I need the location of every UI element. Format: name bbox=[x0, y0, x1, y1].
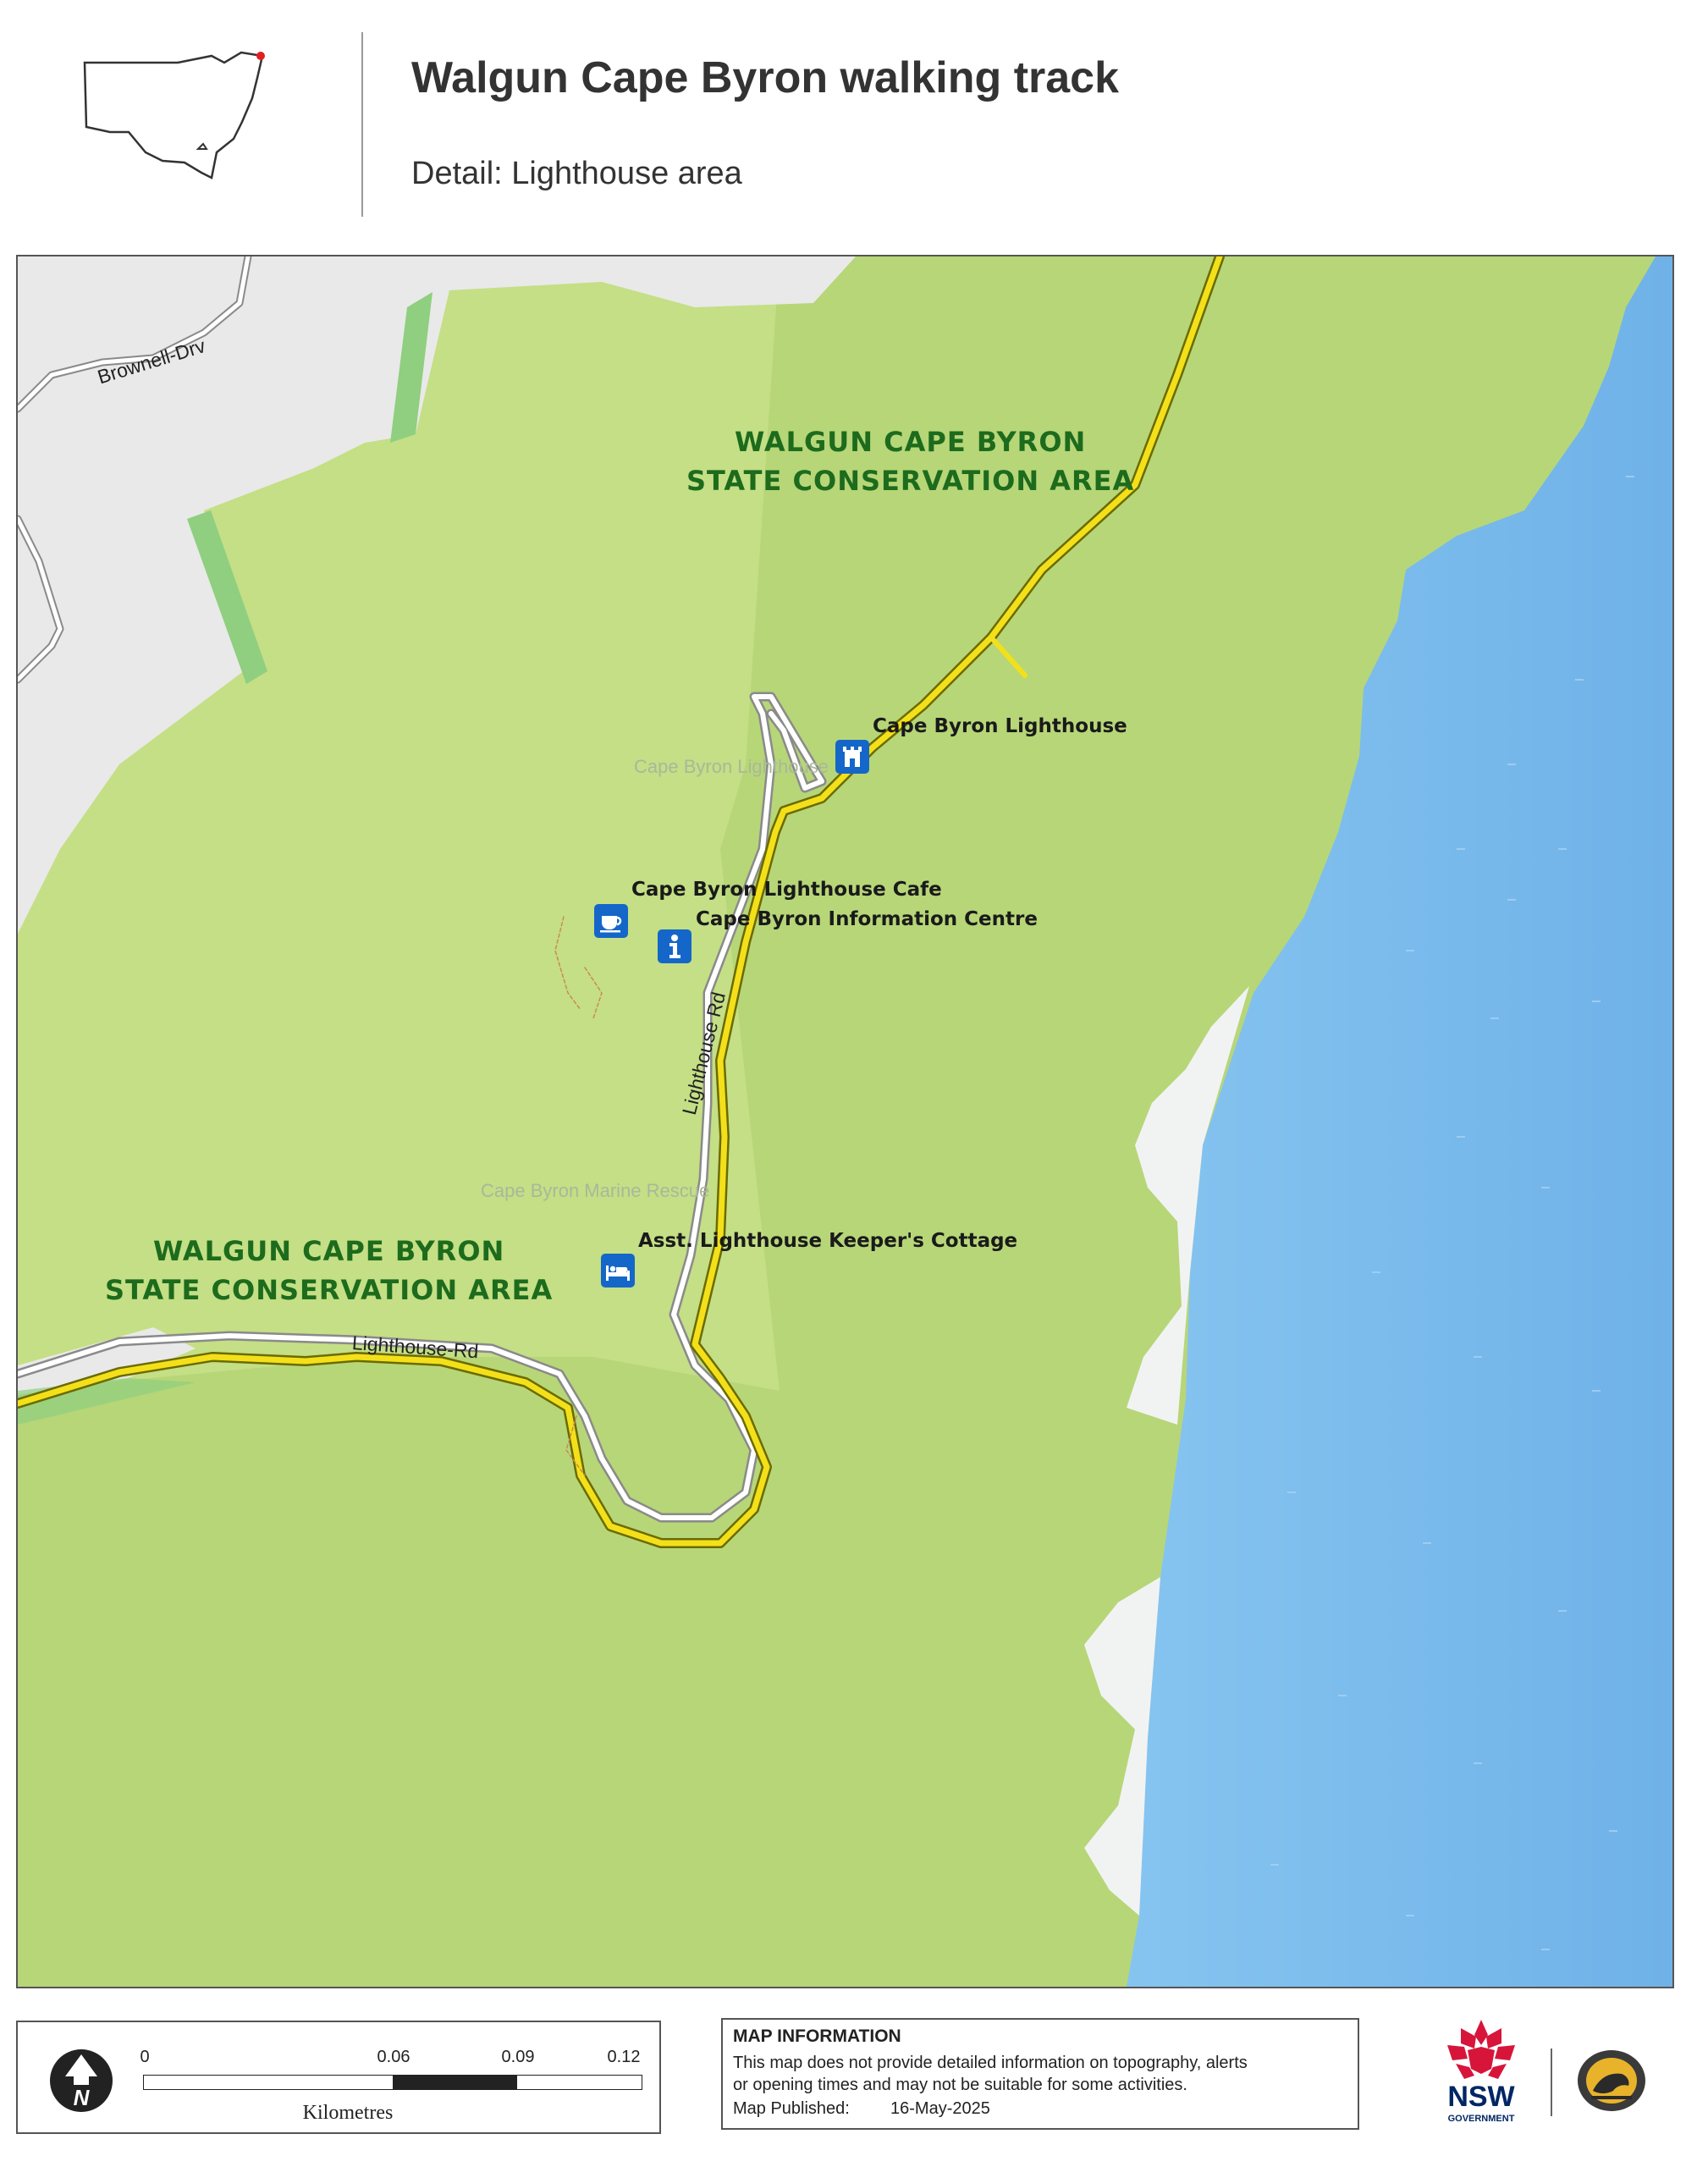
info-heading: MAP INFORMATION bbox=[733, 2026, 901, 2046]
lighthouse-icon[interactable] bbox=[835, 740, 869, 774]
nsw-logo-text: NSW bbox=[1447, 2081, 1515, 2113]
scale-tick-1: 0.06 bbox=[377, 2048, 410, 2066]
scale-unit-label: Kilometres bbox=[302, 2102, 394, 2124]
map-canvas[interactable]: WALGUN CAPE BYRON STATE CONSERVATION ARE… bbox=[16, 255, 1674, 1988]
nsw-government-logo: NSW GOVERNMENT bbox=[1447, 2020, 1516, 2124]
cafe-icon[interactable] bbox=[594, 904, 628, 938]
npws-logo bbox=[1578, 2050, 1645, 2111]
info-published-date: 16-May-2025 bbox=[890, 2099, 990, 2118]
location-marker-icon bbox=[256, 52, 265, 60]
scale-tick-3: 0.12 bbox=[607, 2048, 641, 2066]
header-divider bbox=[361, 32, 363, 217]
scale-tick-2: 0.09 bbox=[501, 2048, 535, 2066]
svg-text:N: N bbox=[74, 2085, 91, 2110]
info-published-label: Map Published: bbox=[733, 2099, 850, 2118]
nsw-locator-map bbox=[83, 51, 265, 179]
scale-tick-0: 0 bbox=[140, 2048, 150, 2066]
poi-label-lighthouse: Cape Byron Lighthouse bbox=[873, 715, 1127, 737]
page-subtitle: Detail: Lighthouse area bbox=[411, 156, 742, 191]
conservation-area-label-north: WALGUN CAPE BYRON STATE CONSERVATION ARE… bbox=[686, 426, 1135, 497]
nsw-logo-subtext: GOVERNMENT bbox=[1448, 2114, 1515, 2124]
scale-panel: N 0 0.06 0.09 0.12 Kilometres bbox=[16, 2021, 661, 2134]
map-information-panel: MAP INFORMATION This map does not provid… bbox=[721, 2018, 1359, 2130]
poi-label-information: Cape Byron Information Centre bbox=[696, 908, 1038, 930]
poi-label-cafe: Cape Byron Lighthouse Cafe bbox=[631, 879, 942, 901]
info-line-1: This map does not provide detailed infor… bbox=[733, 2054, 1248, 2072]
information-icon[interactable] bbox=[658, 929, 691, 963]
logo-divider bbox=[1551, 2048, 1552, 2116]
info-line-2: or opening times and may not be suitable… bbox=[733, 2076, 1187, 2094]
scale-bar bbox=[143, 2075, 642, 2090]
faint-label-lighthouse: Cape Byron Lighthouse bbox=[634, 756, 829, 777]
page-title: Walgun Cape Byron walking track bbox=[411, 53, 1120, 102]
poi-label-cottage: Asst. Lighthouse Keeper's Cottage bbox=[638, 1230, 1018, 1252]
conservation-area-label-south: WALGUN CAPE BYRON STATE CONSERVATION ARE… bbox=[105, 1235, 554, 1306]
map-base bbox=[18, 256, 1672, 1987]
north-arrow-icon: N bbox=[50, 2049, 113, 2112]
faint-label-marine-rescue: Cape Byron Marine Rescue bbox=[481, 1180, 710, 1201]
accommodation-icon[interactable] bbox=[601, 1254, 635, 1288]
